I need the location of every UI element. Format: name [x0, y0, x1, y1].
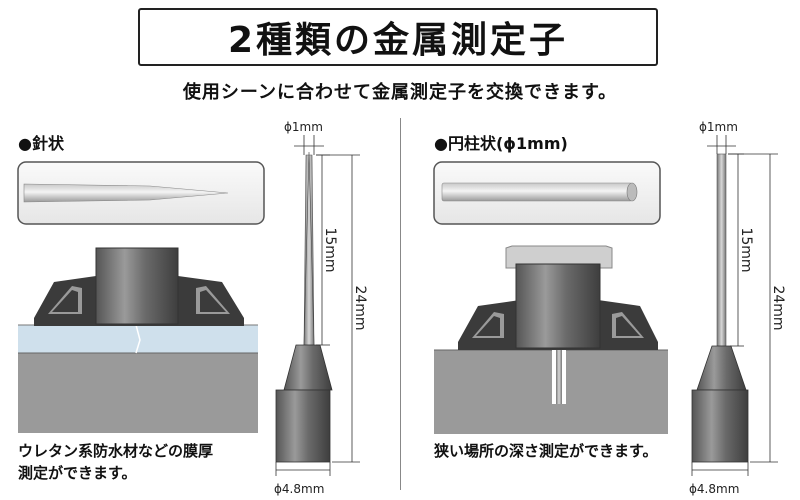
left-tip-diameter-label: ϕ1mm [284, 120, 323, 134]
left-base-diameter-label: ϕ4.8mm [274, 482, 324, 496]
subtitle: 使用シーンに合わせて金属測定子を交換できます。 [182, 82, 618, 103]
right-probe-photo [433, 161, 661, 225]
right-tip-length-label: 15mm [738, 227, 754, 272]
left-total-length-label: 24mm [352, 285, 368, 330]
right-gauge-illustration [434, 245, 668, 434]
left-caption: ウレタン系防水材などの膜厚 測定ができます。 [18, 440, 213, 484]
page-title: 2種類の金属測定子 [227, 20, 569, 61]
left-needle-diagram [275, 135, 360, 476]
right-base-diameter-label: ϕ4.8mm [689, 482, 739, 496]
left-probe-photo [17, 161, 265, 225]
left-heading: ●針状 [18, 134, 64, 153]
left-caption-line1: ウレタン系防水材などの膜厚 [18, 442, 214, 460]
right-cylinder-diagram [691, 135, 778, 476]
left-caption-line2: 測定ができます。 [18, 464, 137, 482]
left-gauge-illustration [18, 247, 258, 433]
center-divider [400, 118, 401, 490]
left-tip-length-label: 15mm [322, 227, 338, 272]
right-tip-diameter-label: ϕ1mm [699, 120, 738, 134]
right-caption-line1: 狭い場所の深さ測定ができます。 [434, 442, 658, 460]
right-caption: 狭い場所の深さ測定ができます。 [434, 440, 658, 462]
right-heading: ●円柱状(ϕ1mm) [434, 134, 568, 153]
right-total-length-label: 24mm [770, 285, 786, 330]
title-box: 2種類の金属測定子 [138, 8, 658, 66]
